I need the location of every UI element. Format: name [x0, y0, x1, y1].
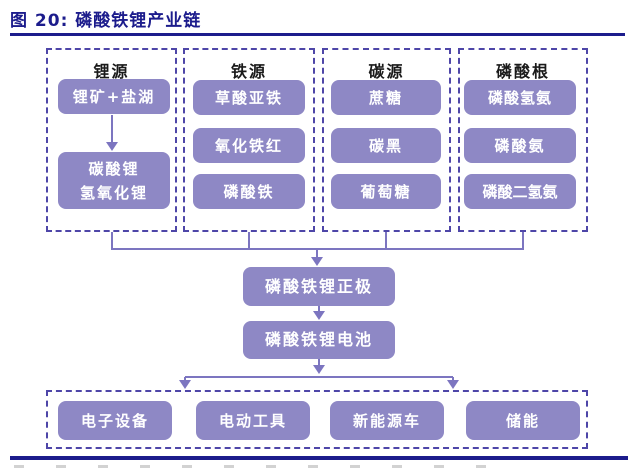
node-sucrose: 蔗糖 [331, 80, 441, 115]
group-header-iron: 铁源 [230, 62, 267, 81]
node-ammonium-phosphate: 磷酸氨 [464, 128, 576, 163]
node-lfp-battery: 磷酸铁锂电池 [243, 321, 395, 359]
node-ammonium-hydrogen-phosphate: 磷酸氢氨 [464, 80, 576, 115]
source-group-phosphate: 磷酸根 [458, 48, 588, 232]
node-label: 电动工具 [218, 411, 287, 430]
node-lithium-carbonate-hydroxide: 碳酸锂 氢氧化锂 [58, 152, 170, 209]
node-label: 储能 [505, 411, 540, 430]
figure-title: 图 20: 磷酸铁锂产业链 [10, 11, 202, 31]
node-label: 电子设备 [80, 411, 149, 430]
source-group-iron: 铁源 [183, 48, 315, 232]
node-lfp-cathode: 磷酸铁锂正极 [243, 267, 395, 306]
node-label: 草酸亚铁 [214, 88, 283, 107]
node-electronics: 电子设备 [58, 401, 172, 440]
group-header-lithium: 锂源 [93, 62, 130, 81]
node-new-energy-vehicles: 新能源车 [330, 401, 444, 440]
node-label: 磷酸铁锂正极 [264, 276, 373, 296]
node-label: 葡萄糖 [360, 182, 412, 201]
node-power-tools: 电动工具 [196, 401, 310, 440]
node-label-line2: 氢氧化锂 [79, 183, 148, 202]
node-energy-storage: 储能 [466, 401, 580, 440]
node-monoammonium-phosphate: 磷酸二氢氨 [464, 174, 576, 209]
cutoff-source-text [14, 465, 494, 468]
source-group-lithium: 锂源 [46, 48, 177, 232]
title-underline [10, 33, 625, 36]
node-iron-phosphate: 磷酸铁 [193, 174, 305, 209]
node-label-line1: 碳酸锂 [88, 159, 140, 178]
node-ferrous-oxalate: 草酸亚铁 [193, 80, 305, 115]
node-iron-oxide-red: 氧化铁红 [193, 128, 305, 163]
connector-converge [111, 232, 524, 266]
node-glucose: 葡萄糖 [331, 174, 441, 209]
node-label: 磷酸氢氨 [487, 88, 552, 107]
node-lithium-ore-salt-lake: 锂矿+盐湖 [58, 79, 170, 114]
applications-group [46, 390, 588, 449]
connector-split [179, 359, 459, 389]
arrow-cathode-to-battery [313, 306, 325, 320]
group-header-carbon: 碳源 [368, 62, 405, 81]
node-label: 碳黑 [368, 136, 403, 155]
node-label: 蔗糖 [368, 88, 403, 107]
node-label: 磷酸氨 [494, 136, 546, 155]
source-group-carbon: 碳源 [322, 48, 451, 232]
node-label: 磷酸铁 [223, 182, 275, 201]
node-label: 锂矿+盐湖 [72, 87, 156, 106]
footer-rule [10, 456, 628, 460]
node-label: 氧化铁红 [214, 136, 283, 155]
node-label: 新能源车 [352, 411, 421, 430]
node-carbon-black: 碳黑 [331, 128, 441, 163]
group-header-phosphate: 磷酸根 [495, 62, 550, 81]
node-label: 磷酸二氢氨 [482, 182, 558, 201]
node-label: 磷酸铁锂电池 [264, 330, 373, 349]
